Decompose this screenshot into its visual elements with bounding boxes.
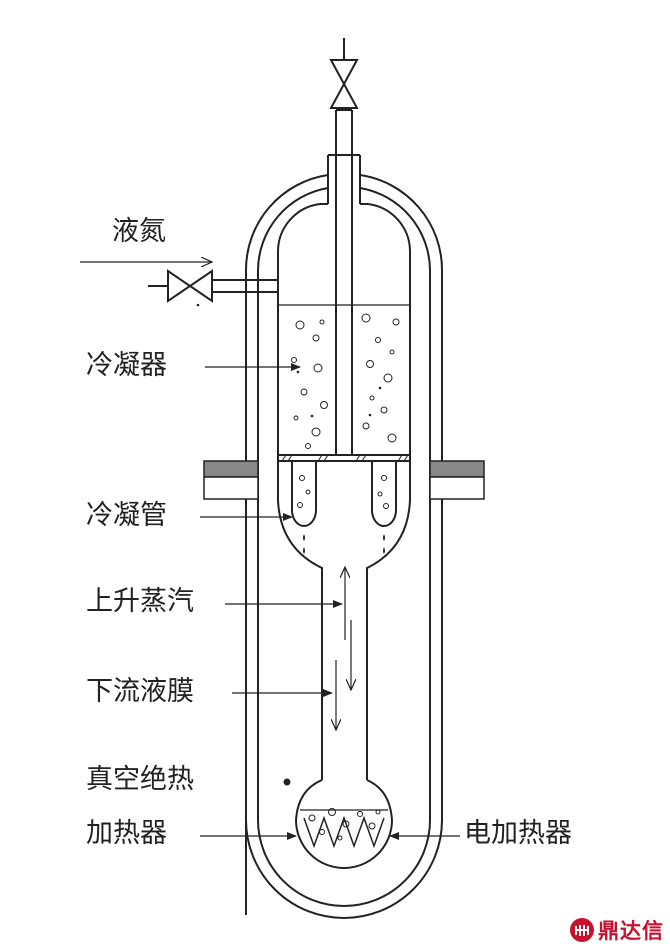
electric-heater-coil xyxy=(303,815,385,849)
label-condenser-tube: 冷凝管 xyxy=(86,500,167,531)
heater-bubbles xyxy=(308,808,381,841)
label-vacuum-insulation: 真空绝热 xyxy=(86,764,194,795)
condenser-bubbles xyxy=(291,313,400,509)
condenser-vessel-wall xyxy=(276,203,412,500)
flange-right-top xyxy=(429,460,485,478)
label-condenser: 冷凝器 xyxy=(86,350,167,381)
label-rising-vapor: 上升蒸汽 xyxy=(86,586,194,617)
condenser-tube-left xyxy=(291,461,317,527)
watermark: 鼎达信 xyxy=(569,915,664,945)
label-falling-film: 下流液膜 xyxy=(86,676,194,707)
flange-right-bottom xyxy=(429,476,485,500)
vessel-lower-neck xyxy=(277,499,411,780)
outer-jacket-inner-wall xyxy=(257,187,431,907)
vacuum-insulation-marker xyxy=(283,778,291,786)
label-liquid-nitrogen: 液氮 xyxy=(112,216,166,247)
watermark-logo-icon xyxy=(570,918,594,942)
condenser-tube-right xyxy=(371,461,397,527)
top-valve xyxy=(329,59,359,109)
label-electric-heater: 电加热器 xyxy=(464,818,572,849)
label-heater: 加热器 xyxy=(86,818,167,849)
flange-left-top xyxy=(203,460,259,478)
heater-flask xyxy=(294,779,394,869)
watermark-text: 鼎达信 xyxy=(598,919,664,943)
inlet-valve xyxy=(167,269,213,303)
flange-left-bottom xyxy=(203,476,259,500)
outer-jacket-outer-wall xyxy=(245,174,443,919)
